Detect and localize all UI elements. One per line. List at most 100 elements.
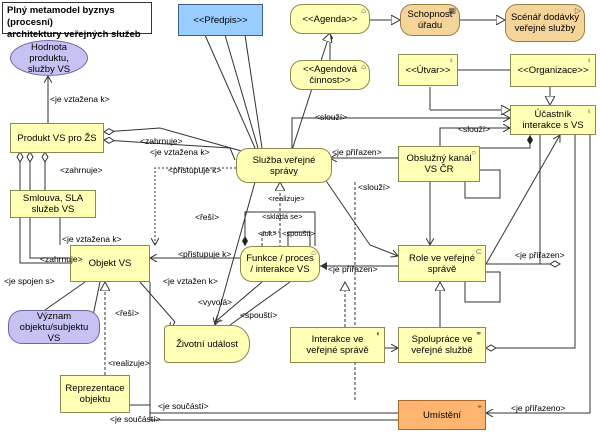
function-icon: ⌂ — [311, 248, 316, 257]
edge-label: <přistupuje k> — [168, 165, 222, 175]
node-objekt[interactable]: Objekt VS — [70, 245, 150, 282]
edge-obsluzny-self — [464, 169, 501, 199]
node-sluzba[interactable]: Služba veřejné správy — [236, 148, 332, 183]
diagram-title: Plný metamodel byznys (procesní) archite… — [2, 2, 152, 40]
node-zivotni[interactable]: Životní událost — [164, 325, 250, 363]
edge-label: <zahrnuje> — [60, 165, 103, 175]
node-reprezentace[interactable]: Reprezentace objektu — [60, 375, 130, 413]
edge-produkt-objekt-2 — [26, 151, 70, 259]
edge-predpis-c — [244, 34, 263, 149]
node-interakce[interactable]: Interakce ve veřejné správě ◐ — [290, 327, 385, 363]
value-stream-icon: ▷ — [574, 6, 581, 15]
edge-predpis-b — [224, 34, 259, 149]
node-spoluprace[interactable]: Spolupráce ve veřejné službě ⚭ — [398, 327, 486, 363]
edge-predpis-a — [204, 34, 256, 149]
node-funkce-label: Funkce / proces / interakce VS — [246, 253, 314, 275]
node-role[interactable]: Role ve veřejné správě ⊂ — [398, 245, 486, 282]
edge-label: <skládá se> — [262, 212, 303, 221]
interaction-icon: ◐ — [376, 329, 381, 338]
node-organizace[interactable]: <<Organizace>> ♀ — [510, 54, 596, 87]
edge-label: <tok> — [258, 229, 277, 238]
node-agendova-label: <<Agendová činnost>> — [303, 64, 357, 86]
node-hodnota[interactable]: Hodnota produktu, služby VS — [10, 40, 88, 76]
location-icon: ⌖ — [477, 402, 482, 411]
edge-label: <realizuje> — [268, 194, 305, 203]
node-produkt[interactable]: Produkt VS pro ŽS — [10, 123, 104, 153]
edge-label: <spouští> — [240, 310, 278, 320]
edge-label: <slouží> — [358, 182, 391, 192]
edge-objekt-zivotni — [139, 281, 175, 330]
edge-sluzba-ucastnik — [291, 118, 510, 148]
node-smlouva[interactable]: Smlouva, SLA služeb VS — [10, 190, 96, 218]
node-obsluzny-label: Obslužný kanál VS ČR — [406, 153, 472, 175]
edge-label: <slouží> — [315, 112, 348, 122]
node-ucastnik-label: Účastník interakce s VS — [522, 109, 584, 131]
edge-funkce-zivotni-1 — [215, 281, 263, 322]
edge-ucastnik-umisteni — [486, 135, 591, 413]
edge-sluzba-zivotni — [215, 181, 256, 325]
edge-label: <je přiřazen> — [515, 250, 565, 260]
node-agenda[interactable]: <<Agenda>> ⌂ — [290, 4, 370, 34]
node-schopnost[interactable]: Schopnost úřadu ▦ — [400, 4, 460, 36]
node-agendova[interactable]: <<Agendová činnost>> ⌂ — [290, 60, 370, 90]
edge-objekt-vyznam — [44, 281, 86, 311]
node-utvar-label: <<Útvar>> — [405, 64, 451, 76]
edge-label: <řeší> — [115, 308, 140, 318]
edge-label: <je vztažena k> — [150, 147, 210, 157]
node-obsluzny[interactable]: Obslužný kanál VS ČR ○ — [398, 146, 480, 182]
function-icon: ⌂ — [361, 6, 366, 15]
edge-label: <je vztažena k> — [62, 234, 122, 244]
edge-label: <slouží> — [458, 124, 491, 134]
edge-label: <řeší> — [195, 212, 220, 222]
edge-funkce-spousti — [287, 231, 311, 246]
node-utvar[interactable]: <<Útvar>> ♀ — [398, 54, 458, 86]
capability-icon: ▦ — [448, 6, 456, 15]
edge-role-self — [464, 271, 501, 303]
edge-label: <je vztažena k> — [50, 94, 110, 104]
node-objekt-label: Objekt VS — [88, 258, 132, 269]
edge-label: <je součástí> — [110, 414, 161, 424]
node-scenar[interactable]: Scénář dodávky veřejné služby ▷ — [505, 4, 585, 42]
diagram-title-line1: Plný metamodel byznys (procesní) — [7, 5, 115, 28]
edge-label: <je součástí> — [158, 401, 209, 411]
edge-label: <spouští> — [282, 229, 315, 238]
node-predpis-label: <<Předpis>> — [193, 14, 248, 26]
node-organizace-label: <<Organizace>> — [517, 65, 589, 76]
node-predpis[interactable]: <<Předpis>> — [178, 4, 263, 36]
node-agenda-label: <<Agenda>> — [302, 13, 358, 25]
edge-funkce-tok — [261, 231, 281, 246]
edge-label: <je spojen s> — [4, 276, 55, 286]
edge-produkt-objekt — [16, 151, 70, 264]
node-scenar-label: Scénář dodávky veřejné služby — [510, 12, 580, 34]
role-icon: ⊂ — [475, 247, 482, 256]
actor-icon: ♀ — [586, 107, 592, 116]
node-spoluprace-label: Spolupráce ve veřejné službě — [411, 334, 473, 356]
node-umisteni-label: Umístění — [422, 409, 461, 421]
node-vyznam[interactable]: Význam objektu/subjektu VS — [8, 310, 100, 344]
edge-label: <vyvolá> — [198, 297, 233, 307]
edge-label: <je přiřazeno> — [511, 403, 566, 413]
node-funkce[interactable]: Funkce / proces / interakce VS ⌂ — [240, 246, 320, 282]
edge-funkce-zivotni-2 — [229, 281, 291, 326]
edge-label: <zahrnuje> — [140, 136, 183, 146]
node-umisteni[interactable]: Umístění ⌖ — [398, 400, 486, 430]
edge-reprezentace-umisteni — [130, 404, 398, 421]
node-ucastnik[interactable]: Účastník interakce s VS ♀ — [510, 105, 596, 135]
edge-sluzba-objekt — [155, 167, 236, 245]
edge-label: <je přiřazen> — [328, 264, 378, 274]
edge-label: <je vztažen k> — [163, 276, 218, 286]
edge-label: <je přiřazen> — [332, 147, 382, 157]
node-interakce-label: Interakce ve veřejné správě — [306, 334, 369, 356]
edge-sluzba-agenda — [291, 33, 330, 151]
edge-funkce-sklada — [242, 211, 316, 246]
node-sluzba-label: Služba veřejné správy — [252, 154, 316, 177]
edge-label: <zahrnuje> — [40, 254, 83, 264]
actor-icon: ♀ — [586, 56, 592, 65]
edge-role-ucastnik — [485, 135, 560, 265]
diagram-title-line2: architektury veřejných služeb — [7, 29, 141, 40]
node-reprezentace-label: Reprezentace objektu — [65, 383, 125, 405]
edge-produkt-sluzba-1 — [103, 127, 246, 153]
edge-spoluprace-ucastnik — [485, 135, 576, 352]
